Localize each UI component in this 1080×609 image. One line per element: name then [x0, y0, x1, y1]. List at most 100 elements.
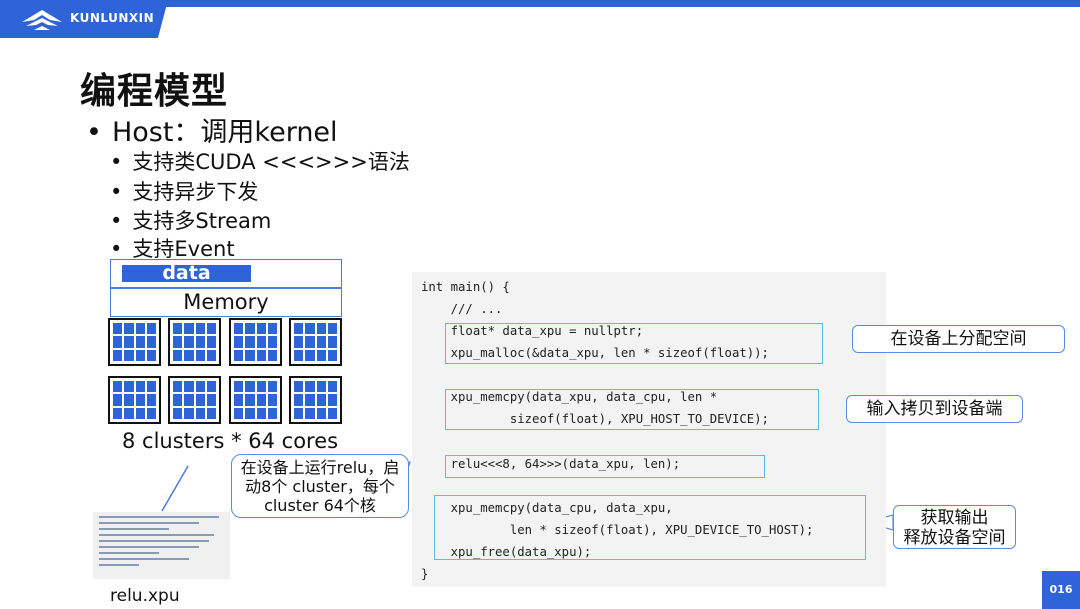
sub-bullet: •支持类CUDA <<<>>>语法 [110, 146, 410, 176]
alloc-callout: 在设备上分配空间 [852, 325, 1065, 353]
core-cell [206, 394, 216, 406]
core-cell [113, 407, 123, 419]
core-cell [113, 381, 123, 393]
core-cell [234, 349, 244, 361]
core-cell [146, 407, 156, 419]
relu-code-thumbnail [93, 512, 230, 579]
bullet-dot: • [86, 117, 102, 148]
core-cell [327, 323, 337, 335]
bullet-dot: • [110, 209, 123, 233]
core-cell [124, 381, 134, 393]
core-cell [294, 394, 304, 406]
core-cell [305, 394, 315, 406]
core-cell [124, 323, 134, 335]
core-cell [146, 323, 156, 335]
core-cell [267, 381, 277, 393]
code-line: xpu_free(data_xpu); [421, 545, 592, 559]
bullet-dot: • [110, 180, 123, 204]
core-cell [135, 336, 145, 348]
core-cell [173, 407, 183, 419]
core-cell [135, 394, 145, 406]
core-cell [316, 323, 326, 335]
core-cell [184, 336, 194, 348]
core-cell [206, 349, 216, 361]
core-cell [146, 381, 156, 393]
core-cell [267, 336, 277, 348]
core-cell [206, 381, 216, 393]
core-cell [184, 394, 194, 406]
core-cell [305, 407, 315, 419]
core-cell [327, 394, 337, 406]
cluster-icon [289, 376, 342, 424]
memory-box: Memory [110, 288, 342, 317]
copy-out-highlight [434, 495, 866, 560]
copy-in-callout: 输入拷贝到设备端 [846, 395, 1023, 423]
core-cell [256, 336, 266, 348]
main-bullet: •Host：调用kernel [86, 110, 338, 149]
core-cell [327, 349, 337, 361]
core-cell [195, 394, 205, 406]
code-line: float* data_xpu = nullptr; [421, 324, 644, 338]
sub-bullet-text: 支持Event [132, 237, 235, 261]
copy-out-callout-line1: 获取输出 [920, 508, 989, 528]
alloc-highlight [445, 323, 823, 364]
core-cell [256, 323, 266, 335]
code-line: xpu_memcpy(data_cpu, data_xpu, [421, 501, 673, 515]
core-cell [316, 381, 326, 393]
copy-out-callout-line2: 释放设备空间 [903, 528, 1006, 548]
core-cell [305, 349, 315, 361]
core-cell [113, 336, 123, 348]
core-cell [234, 336, 244, 348]
core-cell [316, 336, 326, 348]
core-cell [267, 407, 277, 419]
core-cell [113, 349, 123, 361]
sub-bullet: •支持异步下发 [110, 176, 258, 206]
core-cell [124, 394, 134, 406]
core-cell [294, 323, 304, 335]
core-cell [327, 407, 337, 419]
code-line: int main() { [421, 280, 510, 294]
core-cell [267, 323, 277, 335]
core-cell [294, 381, 304, 393]
core-cell [135, 381, 145, 393]
core-cell [305, 323, 315, 335]
core-cell [256, 407, 266, 419]
cluster-icon [229, 318, 282, 366]
core-cell [135, 407, 145, 419]
data-box: data [110, 259, 342, 288]
page-title: 编程模型 [80, 71, 229, 112]
data-fill [122, 265, 251, 282]
core-cell [256, 394, 266, 406]
core-cell [245, 323, 255, 335]
core-cell [294, 349, 304, 361]
core-cell [327, 336, 337, 348]
core-cell [267, 349, 277, 361]
core-cell [316, 407, 326, 419]
core-cell [234, 394, 244, 406]
core-cell [173, 349, 183, 361]
code-line: sizeof(float), XPU_HOST_TO_DEVICE); [421, 412, 769, 426]
relu-launch-callout: 在设备上运行relu，启动8个 cluster，每个 cluster 64个核 [231, 454, 409, 518]
core-cell [206, 336, 216, 348]
bullet-dot: • [110, 237, 123, 261]
cluster-icon [168, 376, 221, 424]
code-line: xpu_malloc(&data_xpu, len * sizeof(float… [421, 346, 769, 360]
cluster-icon [108, 318, 161, 366]
core-cell [184, 323, 194, 335]
sub-bullet: • 支持Event [110, 233, 235, 263]
cluster-icon [289, 318, 342, 366]
core-cell [245, 394, 255, 406]
core-cell [195, 407, 205, 419]
copy-in-highlight [445, 389, 819, 430]
core-cell [124, 407, 134, 419]
core-cell [173, 336, 183, 348]
brand-name: KUNLUNXIN [70, 11, 155, 25]
code-line: } [421, 567, 429, 581]
relu-file-label: relu.xpu [110, 586, 180, 606]
kunlunxin-logo-icon [22, 10, 62, 30]
core-cell [184, 349, 194, 361]
core-cell [135, 349, 145, 361]
code-line: /// ... [421, 302, 503, 316]
top-accent-line [0, 0, 1080, 7]
core-cell [195, 381, 205, 393]
